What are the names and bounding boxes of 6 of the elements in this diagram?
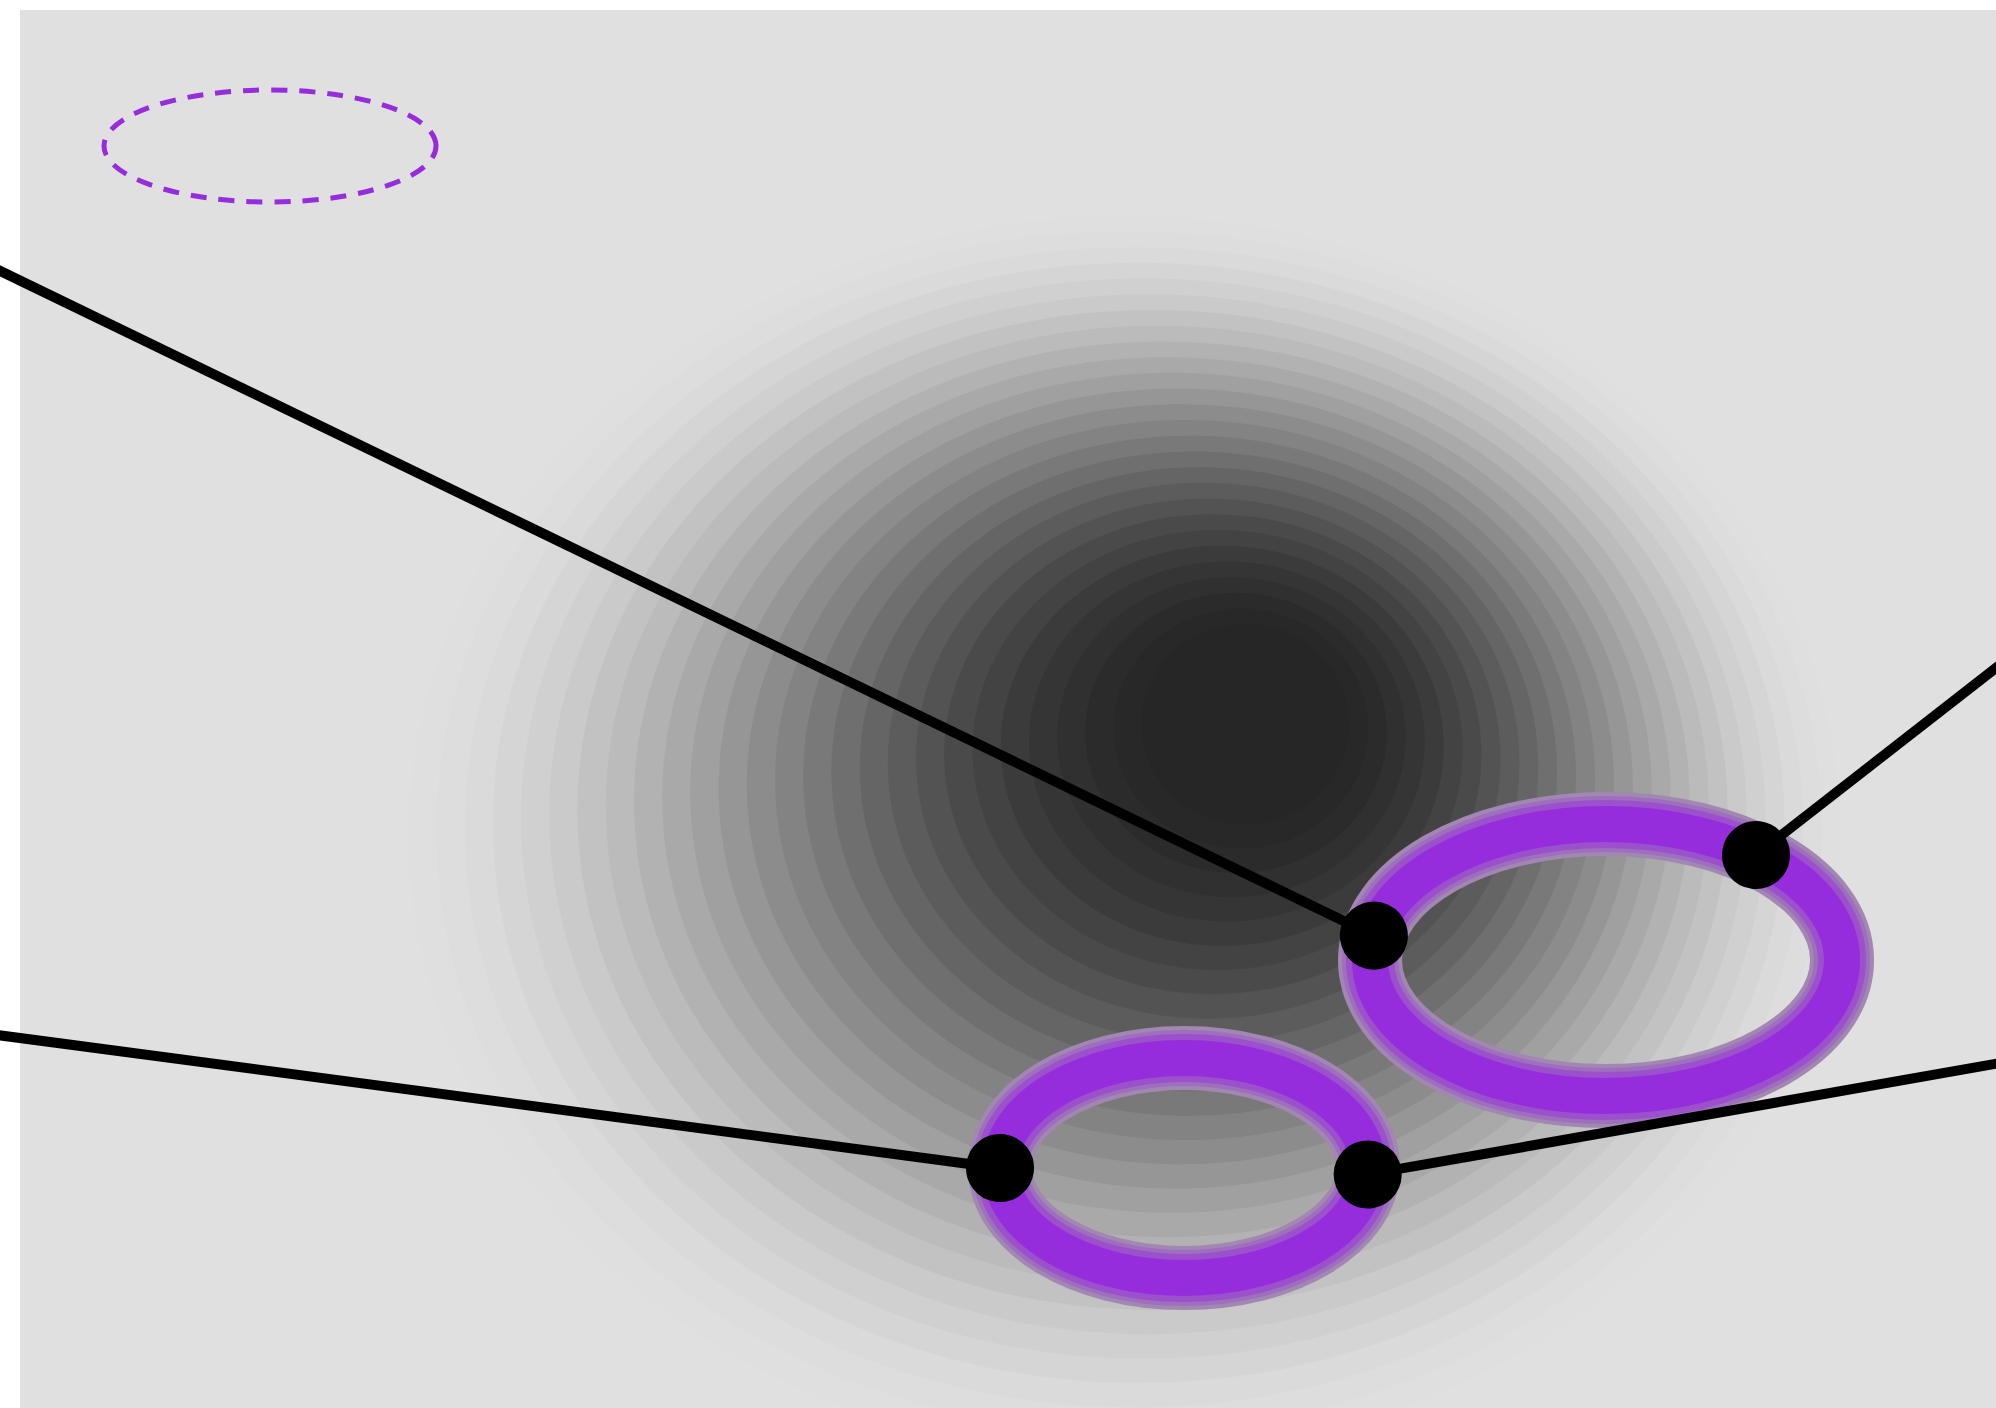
leader-line bbox=[1333, 1057, 1996, 1209]
ring bbox=[1338, 792, 1874, 1128]
dashed-ellipse bbox=[101, 87, 439, 205]
leader-line bbox=[0, 1029, 1034, 1202]
ring bbox=[968, 1026, 1400, 1310]
leader-line bbox=[0, 261, 1408, 970]
